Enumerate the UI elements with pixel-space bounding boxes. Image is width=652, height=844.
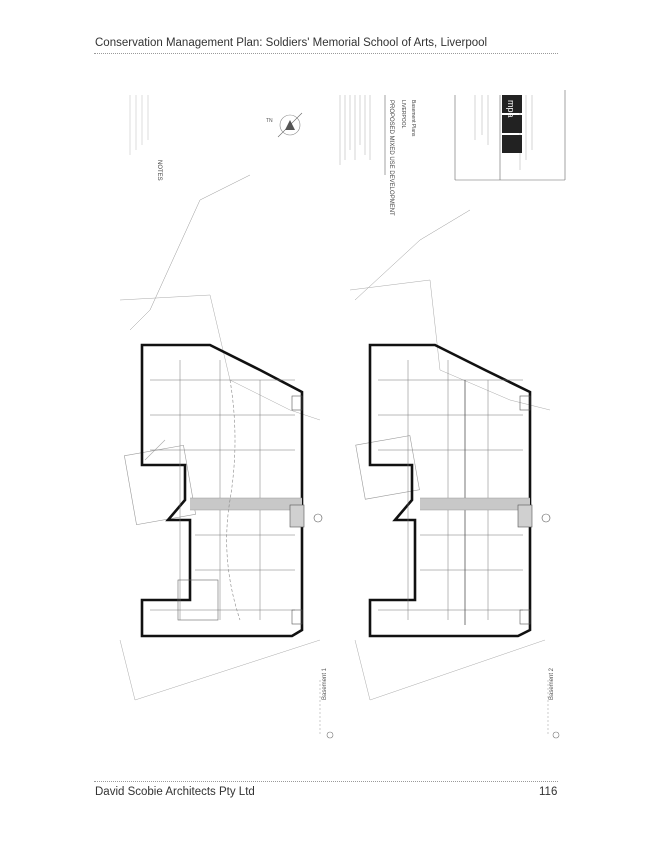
notes-heading: NOTES [156, 160, 162, 181]
firm-logo: mpa [502, 95, 522, 153]
project-title: PROPOSED MIXED USE DEVELOPMENT [388, 100, 394, 216]
north-arrow-icon: TN [266, 112, 303, 138]
page-number: 116 [539, 786, 558, 798]
project-location: LIVERPOOL [400, 100, 406, 129]
basement-2-plan [349, 209, 560, 739]
footer-company: David Scobie Architects Pty Ltd [95, 786, 255, 798]
north-label: TN [266, 118, 273, 124]
basement-2-label: Basement 2 [549, 667, 555, 700]
architectural-drawing: Basement 1 Basement 2 [119, 90, 566, 739]
logo-text: mpa [506, 100, 516, 118]
basement-1-label: Basement 1 [322, 667, 328, 700]
drawing-name: Basement Plans [410, 100, 416, 137]
basement-1-plan [119, 174, 334, 739]
footer-rule [94, 781, 558, 782]
page-header-title: Conservation Management Plan: Soldiers' … [95, 37, 488, 49]
title-block: mpa PROPOSED MIXED USE DEVELOPMENT LIVER… [129, 90, 566, 216]
header-rule [94, 53, 558, 54]
